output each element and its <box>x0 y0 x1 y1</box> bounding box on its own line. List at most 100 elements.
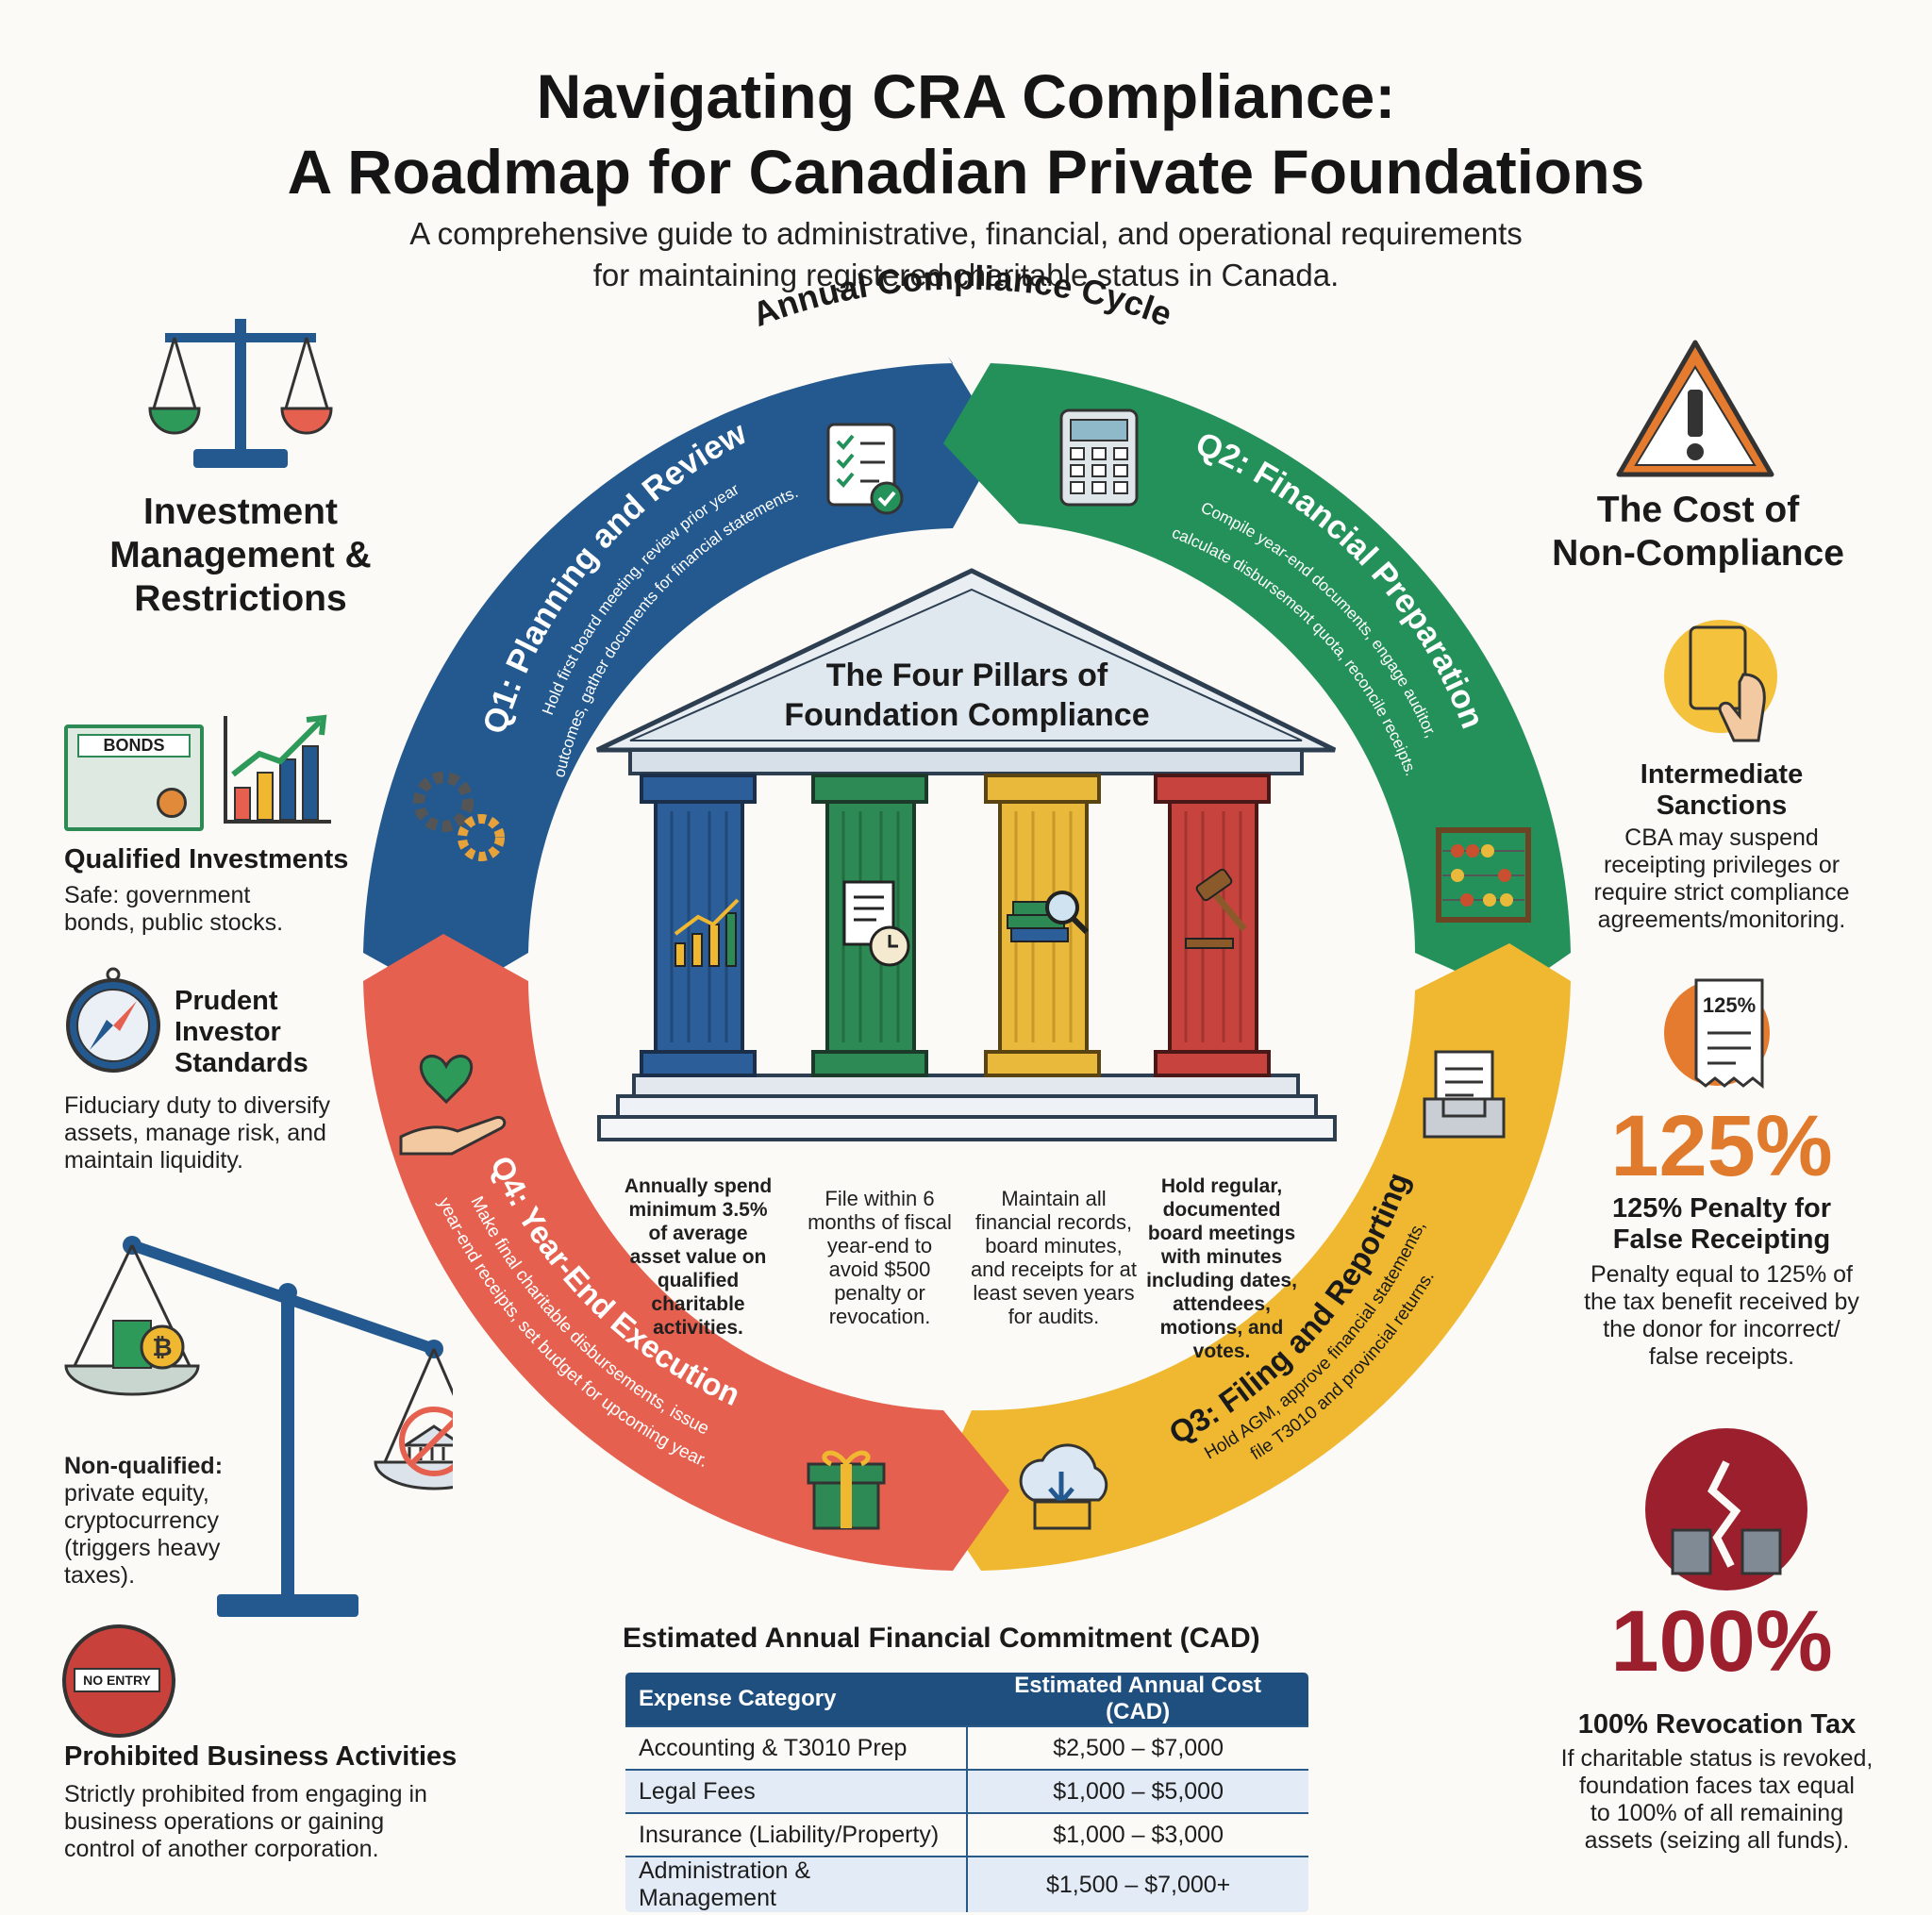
hand-heart-icon <box>399 1055 507 1156</box>
non-qualified-text: Non-qualified: private equity, cryptocur… <box>64 1453 223 1590</box>
receipt-label: 125% <box>1703 993 1756 1017</box>
nonq-line-4: (triggers heavy <box>64 1535 221 1561</box>
costs-header-row: Expense Category Estimated Annual Cost (… <box>625 1673 1308 1726</box>
revocation-percent: 100% <box>1610 1593 1833 1690</box>
revocation-text-4: assets (seizing all funds). <box>1584 1827 1850 1854</box>
revocation-text-3: to 100% of all remaining <box>1590 1800 1844 1826</box>
compass-icon <box>66 967 160 1073</box>
prudent-text-2: assets, manage risk, and <box>64 1120 326 1146</box>
document-clock-icon <box>842 880 910 967</box>
cloud-download-icon <box>1019 1443 1108 1530</box>
gears-icon <box>413 772 505 861</box>
costs-header-category: Expense Category <box>625 1673 968 1726</box>
pillar-1 <box>640 774 757 1077</box>
penalty-text: Penalty equal to 125% of the tax benefit… <box>1557 1261 1887 1371</box>
nonq-line-1: Non-qualified: <box>64 1453 224 1479</box>
books-magnifier-icon <box>1007 891 1090 942</box>
gift-icon <box>807 1450 886 1530</box>
pillars-title-line-2: Foundation Compliance <box>784 697 1150 733</box>
q2-segment[interactable] <box>943 363 1571 995</box>
prudent-investor-title: Prudent Investor Standards <box>175 986 308 1079</box>
sanctions-title: Intermediate Sanctions <box>1566 759 1877 822</box>
revocation-text-1: If charitable status is revoked, <box>1560 1745 1874 1772</box>
seal-icon <box>157 788 187 818</box>
revocation-title: 100% Revocation Tax <box>1577 1709 1857 1740</box>
table-row: Insurance (Liability/Property) $1,000 – … <box>625 1812 1308 1857</box>
prohibited-line-1: Strictly prohibited from engaging in <box>64 1781 427 1807</box>
prudent-investor-text: Fiduciary duty to diversify assets, mana… <box>64 1092 330 1174</box>
temple-illustration <box>595 568 1337 1141</box>
warning-icon <box>1616 340 1774 477</box>
no-entry-label: NO ENTRY <box>74 1668 160 1692</box>
bonds-label: BONDS <box>77 734 191 758</box>
pillar-4 <box>1154 774 1271 1077</box>
table-row: Accounting & T3010 Prep $2,500 – $7,000 <box>625 1725 1308 1770</box>
subtitle-line-2: for maintaining registered charitable st… <box>592 258 1340 292</box>
q3-segment[interactable] <box>934 943 1571 1571</box>
pillars-title-line-1: The Four Pillars of <box>825 658 1108 693</box>
prohibited-text: Strictly prohibited from engaging in bus… <box>64 1781 427 1863</box>
costs-cell-category: Accounting & T3010 Prep <box>625 1725 968 1770</box>
revocation-text: If charitable status is revoked, foundat… <box>1528 1745 1906 1855</box>
pillar-2-text: File within 6 months of fiscal year-end … <box>808 1187 952 1328</box>
prohibited-title: Prohibited Business Activities <box>64 1741 458 1772</box>
revocation-text-2: foundation faces tax equal <box>1579 1773 1855 1799</box>
q4-segment[interactable] <box>363 934 1009 1571</box>
sanctions-text-3: require strict compliance <box>1593 879 1850 906</box>
noncompliance-heading: The Cost of Non-Compliance <box>1509 489 1887 575</box>
prudent-text-1: Fiduciary duty to diversify <box>64 1092 331 1119</box>
investment-heading: Investment Management & Restrictions <box>80 491 401 621</box>
pillar-3-text: Maintain all financial records, board mi… <box>970 1187 1138 1328</box>
costs-cell-cost: $2,500 – $7,000 <box>966 1725 1308 1770</box>
penalty-title: 125% Penalty for False Receipting <box>1557 1193 1887 1256</box>
costs-header-cost: Estimated Annual Cost (CAD) <box>967 1673 1308 1726</box>
prudent-line-3: Standards <box>175 1048 308 1078</box>
title-line-2: A Roadmap for Canadian Private Foundatio… <box>287 137 1645 207</box>
table-row: Administration & Management $1,500 – $7,… <box>625 1856 1308 1912</box>
penalty-title-2: False Receipting <box>1612 1224 1831 1255</box>
page-subtitle: A comprehensive guide to administrative,… <box>0 213 1932 296</box>
sanctions-text-2: receipting privileges or <box>1603 852 1840 878</box>
growth-chart-icon <box>674 898 740 967</box>
tilted-scale-icon: ₿ <box>64 1236 453 1617</box>
calculator-icon <box>1059 408 1139 507</box>
receipt-icon: 125% <box>1664 978 1770 1090</box>
svg-text:₿: ₿ <box>152 1333 172 1361</box>
penalty-text-1: Penalty equal to 125% of <box>1591 1261 1853 1288</box>
broken-heart-icon <box>1645 1428 1807 1590</box>
prohibited-line-3: control of another corporation. <box>64 1836 379 1862</box>
costs-cell-cost: $1,000 – $5,000 <box>966 1769 1308 1813</box>
abacus-icon <box>1436 827 1531 923</box>
costs-table: Expense Category Estimated Annual Cost (… <box>623 1670 1311 1915</box>
checklist-icon <box>826 423 904 515</box>
balance-scale-icon <box>148 319 333 468</box>
noncompliance-heading-line-1: The Cost of <box>1596 490 1800 530</box>
nonq-line-5: taxes). <box>64 1562 136 1589</box>
gavel-icon <box>1185 868 1247 949</box>
investment-heading-line-2: Management & <box>109 535 372 575</box>
costs-cell-category: Legal Fees <box>625 1769 968 1813</box>
prohibited-line-2: business operations or gaining <box>64 1808 385 1835</box>
cycle-title: Annual Compliance Cycle <box>747 258 1177 335</box>
penalty-percent: 125% <box>1610 1098 1833 1194</box>
nonq-line-3: cryptocurrency <box>64 1507 219 1534</box>
penalty-title-1: 125% Penalty for <box>1611 1193 1832 1224</box>
prudent-line-1: Prudent <box>175 986 278 1016</box>
qualified-line-2: bonds, public stocks. <box>64 909 284 936</box>
inbox-tray-icon <box>1423 1050 1506 1139</box>
yellow-card-icon <box>1664 620 1777 742</box>
costs-cell-category: Insurance (Liability/Property) <box>625 1812 968 1857</box>
prudent-line-2: Investor <box>175 1017 281 1047</box>
penalty-text-2: the tax benefit received by <box>1584 1289 1859 1315</box>
prudent-text-3: maintain liquidity. <box>64 1147 243 1174</box>
sanctions-line-1: Intermediate <box>1640 759 1804 790</box>
pillars-title: The Four Pillars of Foundation Complianc… <box>736 656 1198 735</box>
sanctions-text-1: CBA may suspend <box>1624 824 1819 851</box>
nonq-line-2: private equity, <box>64 1480 209 1507</box>
q1-segment[interactable] <box>363 357 1000 1000</box>
qualified-line-1: Safe: government <box>64 882 251 908</box>
investment-heading-line-3: Restrictions <box>134 578 347 619</box>
pillar-4-text: Hold regular, documented board meetings … <box>1146 1175 1297 1362</box>
noncompliance-heading-line-2: Non-Compliance <box>1552 533 1844 574</box>
rising-chart-icon <box>224 714 331 824</box>
